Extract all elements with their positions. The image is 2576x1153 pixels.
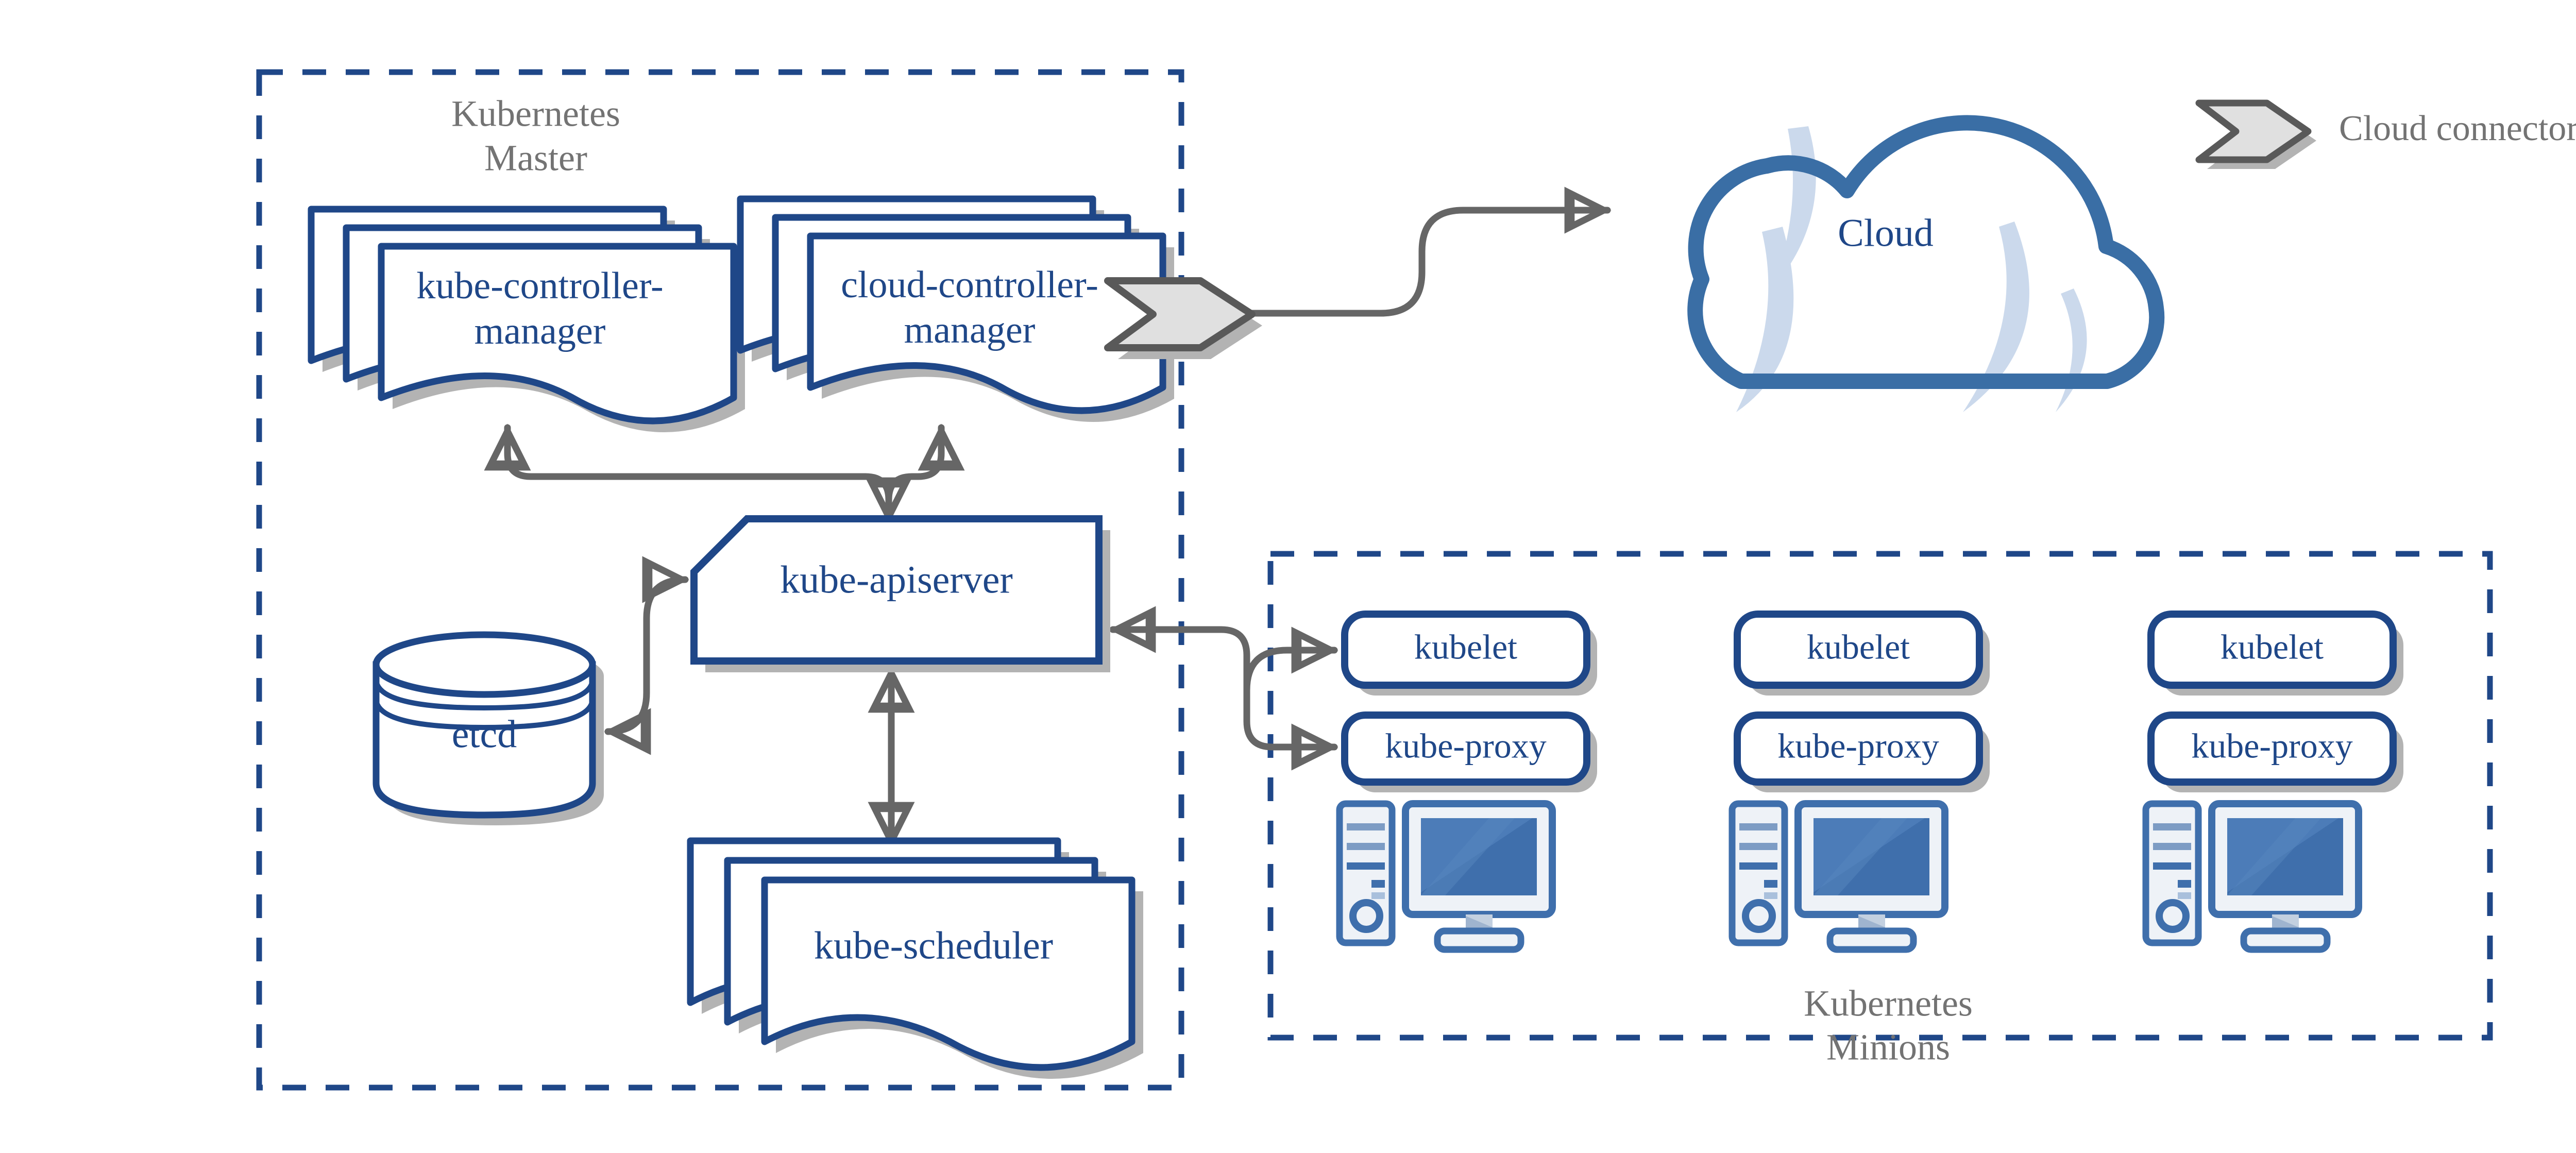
- minion1-kubeproxy-box[interactable]: [1341, 711, 1590, 786]
- cloud-connector-inline-chevron: [1104, 277, 1256, 351]
- minion2-kubeproxy-label: kube-proxy: [1777, 726, 1939, 766]
- kcm-label-line1: kube-controller-: [416, 265, 663, 307]
- minions-zone-label-line1: Kubernetes: [1804, 983, 1973, 1024]
- etcd-ridge-1: [374, 679, 595, 711]
- legend-cloud-connector: Cloud connector: [2195, 99, 2576, 169]
- master-zone-border: [256, 69, 1184, 1091]
- cloud-connector-icon-inline: [1104, 277, 1262, 359]
- kcm-sheet-front: [378, 243, 737, 425]
- minion2-kubelet-label: kubelet: [1807, 628, 1910, 667]
- arrow-kcm-to-apiserver: [484, 423, 912, 524]
- ccm-label-line1: cloud-controller-: [841, 264, 1098, 306]
- ccm-sheet-front: [807, 232, 1166, 414]
- minion3-kubeproxy-box[interactable]: [2147, 711, 2397, 786]
- node-cloud[interactable]: Cloud: [1681, 115, 2165, 412]
- connector-arrows: [484, 186, 1612, 849]
- etcd-body: [372, 661, 596, 819]
- minion2-kubeproxy-box[interactable]: [1734, 711, 1983, 786]
- cloud-outline: [1687, 115, 2165, 389]
- minions-zone-border: [1267, 551, 2493, 1041]
- node-kube-apiserver[interactable]: kube-apiserver: [690, 515, 1110, 672]
- master-zone-label-line1: Kubernetes: [451, 93, 620, 134]
- node-kube-scheduler[interactable]: kube-scheduler: [687, 837, 1143, 1079]
- scheduler-label: kube-scheduler: [814, 924, 1053, 967]
- apiserver-body: [690, 515, 1103, 665]
- arrow-apiserver-to-minion-kubelet: [1243, 626, 1338, 694]
- minion-node-3[interactable]: kubelet kube-proxy: [2142, 611, 2403, 953]
- minion1-kubelet-label: kubelet: [1414, 628, 1517, 667]
- scheduler-sheet-front: [761, 876, 1136, 1071]
- cloud-label: Cloud: [1838, 211, 1934, 255]
- minion-node-2[interactable]: kubelet kube-proxy: [1728, 611, 1990, 953]
- minion1-kubelet-box[interactable]: [1341, 611, 1590, 689]
- computer-icon: [2142, 800, 2362, 953]
- computer-icon: [1728, 800, 1948, 953]
- minion-node-1[interactable]: kubelet kube-proxy: [1336, 611, 1597, 953]
- arrow-ccm-to-cloud: [1176, 186, 1612, 317]
- computer-icon: [1336, 800, 1556, 953]
- ccm-label-line2: manager: [904, 309, 1036, 351]
- minion1-kubeproxy-label: kube-proxy: [1385, 726, 1546, 766]
- minion3-kubelet-box[interactable]: [2147, 611, 2397, 689]
- node-kube-controller-manager[interactable]: kube-controller- manager: [308, 206, 745, 432]
- zone-kubernetes-minions: Kubernetes Minions: [1267, 551, 2493, 1068]
- chevron-connector-icon: [2195, 99, 2312, 163]
- apiserver-label: kube-apiserver: [780, 558, 1013, 601]
- etcd-label: etcd: [452, 713, 517, 756]
- arrow-etcd-apiserver: [604, 556, 689, 755]
- minions-zone-label-line2: Minions: [1826, 1027, 1950, 1068]
- node-etcd[interactable]: etcd: [372, 631, 604, 825]
- legend-cloud-connector-label: Cloud connector: [2339, 109, 2576, 148]
- zone-kubernetes-master: Kubernetes Master: [256, 69, 1184, 1091]
- arrow-ccm-to-apiserver: [885, 423, 965, 524]
- master-zone-label-line2: Master: [484, 138, 587, 179]
- etcd-top-lid: [372, 631, 596, 698]
- node-cloud-controller-manager[interactable]: cloud-controller- manager: [737, 195, 1174, 422]
- etcd-ridge-2: [374, 698, 595, 731]
- minion3-kubeproxy-label: kube-proxy: [2191, 726, 2352, 766]
- minion3-kubelet-label: kubelet: [2221, 628, 2324, 667]
- kcm-label-line2: manager: [474, 310, 606, 352]
- minion2-kubelet-box[interactable]: [1734, 611, 1983, 689]
